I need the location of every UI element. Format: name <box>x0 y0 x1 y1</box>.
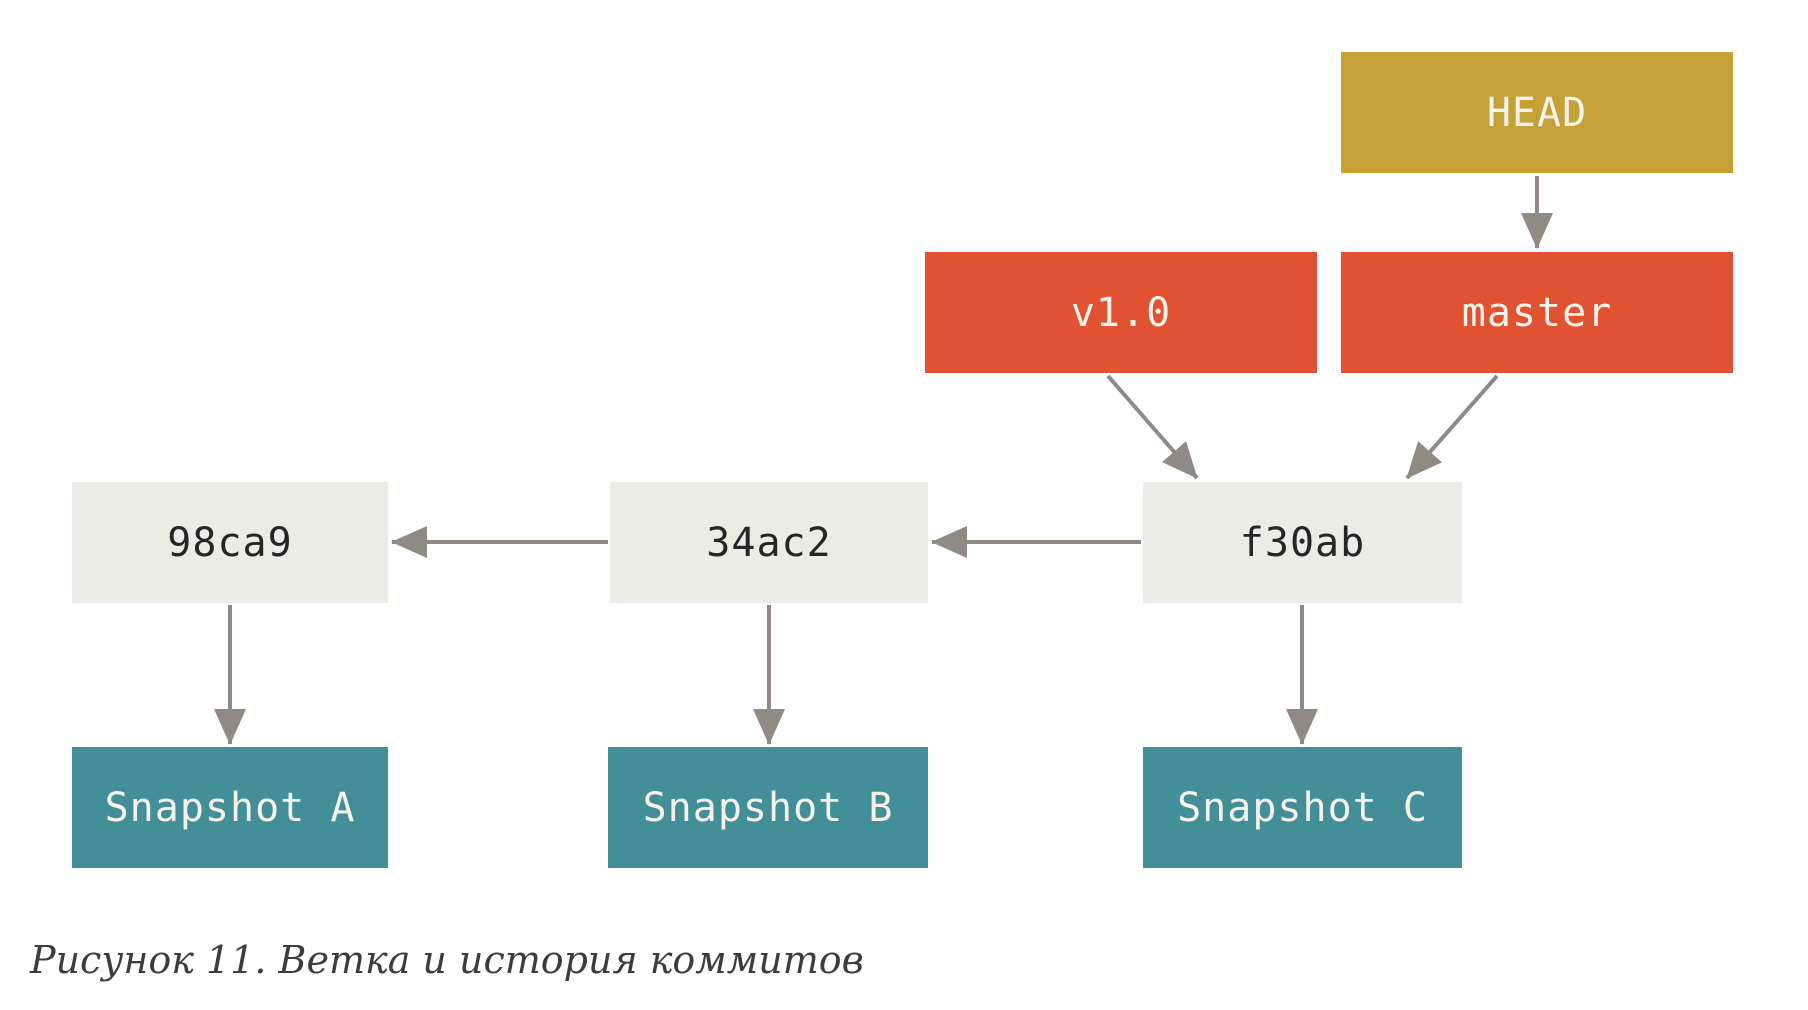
snapshot-b-box: Snapshot B <box>608 747 928 868</box>
commit-34ac2-box: 34ac2 <box>610 482 928 603</box>
branch-master-label: master <box>1461 289 1613 336</box>
commit-f30ab-box: f30ab <box>1143 482 1462 603</box>
tag-v1-box: v1.0 <box>925 252 1317 373</box>
commit-f30ab-label: f30ab <box>1239 519 1366 566</box>
arrow-master-to-f30ab <box>1405 374 1499 480</box>
commit-98ca9-box: 98ca9 <box>72 482 388 603</box>
snapshot-a-label: Snapshot A <box>104 784 356 831</box>
arrow-v1-to-f30ab <box>1106 374 1199 480</box>
tag-v1-label: v1.0 <box>1070 289 1172 336</box>
snapshot-c-label: Snapshot C <box>1177 784 1428 831</box>
head-label: HEAD <box>1486 89 1588 136</box>
head-box: HEAD <box>1341 52 1733 173</box>
branch-master-box: master <box>1341 252 1733 373</box>
snapshot-c-box: Snapshot C <box>1143 747 1462 868</box>
commit-34ac2-label: 34ac2 <box>706 519 832 566</box>
snapshot-b-label: Snapshot B <box>642 784 894 831</box>
snapshot-a-box: Snapshot A <box>72 747 388 868</box>
commit-98ca9-label: 98ca9 <box>167 519 293 566</box>
figure-caption: Рисунок 11. Ветка и история коммитов <box>30 938 864 982</box>
